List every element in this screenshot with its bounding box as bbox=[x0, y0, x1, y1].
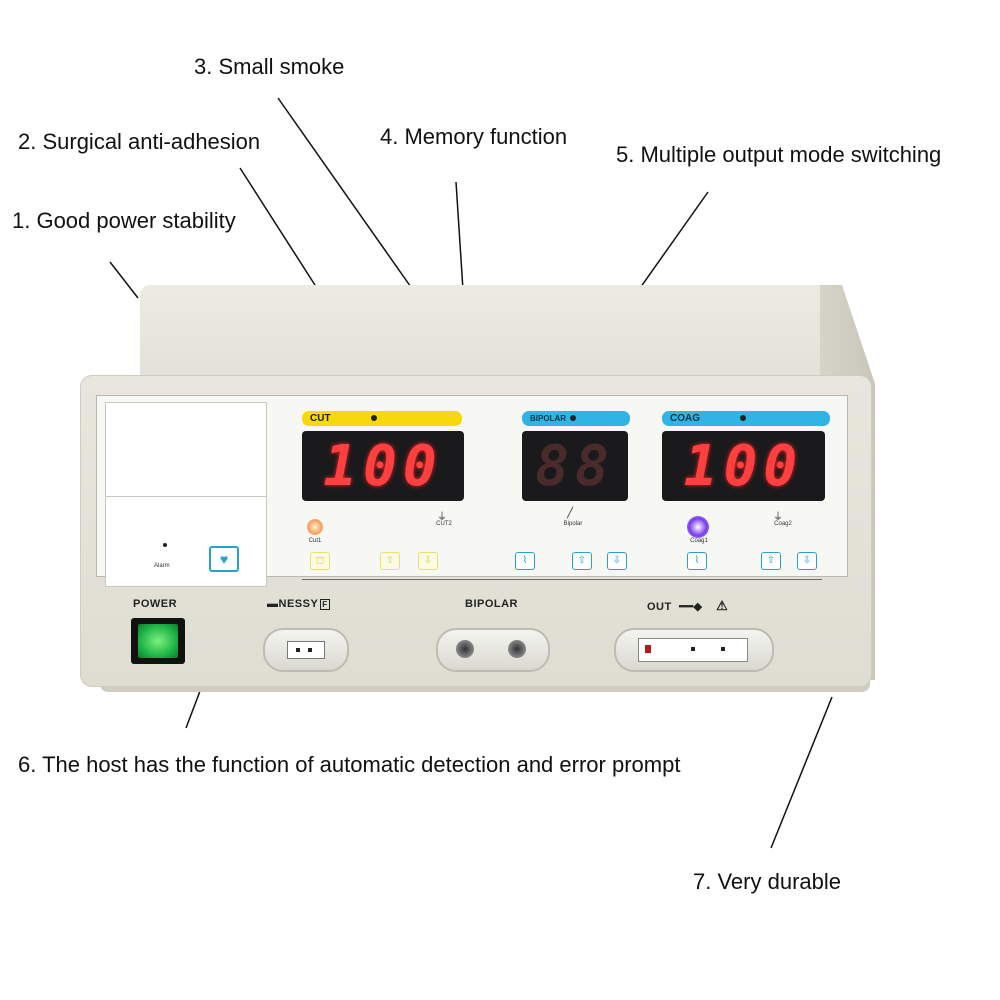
bipolar-dot-icon bbox=[570, 415, 576, 422]
bipolar-jack-left bbox=[456, 640, 474, 658]
bipolar-jack-right bbox=[508, 640, 526, 658]
bipolar-socket[interactable] bbox=[436, 628, 550, 672]
bipolar-socket-label: BIPOLAR bbox=[465, 598, 518, 610]
callout-4: 4. Memory function bbox=[380, 124, 568, 149]
bipolar-section-bar: BIPOLAR bbox=[522, 411, 630, 426]
cut2-symbol-icon: ⏚ bbox=[437, 512, 447, 523]
cut-dot-icon bbox=[370, 415, 377, 422]
callout-2: 2. Surgical anti-adhesion bbox=[18, 129, 261, 154]
out-socket-slot bbox=[638, 638, 748, 662]
nessy-pin-right bbox=[308, 648, 312, 652]
bipolar-symbol-icon: ╱ bbox=[567, 508, 574, 519]
cut-display-value: 100 bbox=[323, 433, 443, 499]
warning-triangle-icon: ⚠ bbox=[716, 598, 729, 613]
cut1-label: Cut1 bbox=[308, 538, 322, 544]
electrosurgical-unit: Alarm ♥ CUT BIPOLAR COAG 100 88 100 C bbox=[80, 285, 875, 695]
leader-line-3 bbox=[277, 97, 414, 291]
callout-7: 7. Very durable bbox=[693, 869, 841, 894]
coag2-label: Coag2 bbox=[774, 521, 792, 527]
alarm-box-divider bbox=[106, 496, 266, 497]
cut-display: 100 bbox=[302, 431, 464, 501]
bipolar-title: BIPOLAR bbox=[530, 414, 566, 423]
nessy-pin-left bbox=[296, 648, 300, 652]
nessy-socket[interactable] bbox=[263, 628, 349, 672]
control-panel: Alarm ♥ CUT BIPOLAR COAG 100 88 100 C bbox=[96, 395, 848, 587]
power-label: POWER bbox=[133, 598, 178, 610]
cut-down-button[interactable]: ⇩ bbox=[418, 552, 438, 570]
callout-1: 1. Good power stability bbox=[12, 208, 236, 233]
alarm-indicator bbox=[163, 543, 167, 547]
out-socket-red-pin bbox=[645, 645, 651, 653]
coag-mode-button[interactable]: ⌇ bbox=[687, 552, 707, 570]
bipolar-display: 88 bbox=[522, 431, 628, 501]
leader-line-4 bbox=[455, 181, 464, 291]
cut-mode-button[interactable]: ◻ bbox=[310, 552, 330, 570]
nessy-label-text: NESSY bbox=[278, 598, 319, 610]
button-rail bbox=[302, 579, 822, 580]
coag-display-value: 100 bbox=[683, 433, 804, 499]
cut-up-button[interactable]: ⇧ bbox=[380, 552, 400, 570]
bipolar-mode-label: Bipolar bbox=[563, 521, 583, 527]
device-top-surface bbox=[140, 285, 840, 390]
leader-line-7 bbox=[770, 696, 833, 849]
cut2-label: CUT2 bbox=[436, 521, 452, 527]
coag-down-button[interactable]: ⇩ bbox=[797, 552, 817, 570]
callout-3: 3. Small smoke bbox=[194, 54, 345, 79]
cut-section-bar: CUT bbox=[302, 411, 462, 426]
callout-6: 6. The host has the function of automati… bbox=[18, 752, 681, 777]
monopolar-out-socket[interactable] bbox=[614, 628, 774, 672]
coag1-indicator-led bbox=[687, 516, 709, 538]
nessy-f-icon: F bbox=[320, 599, 330, 610]
coag-section-bar: COAG bbox=[662, 411, 830, 426]
bipolar-up-button[interactable]: ⇧ bbox=[572, 552, 592, 570]
nessy-socket-hole bbox=[287, 641, 325, 659]
pencil-probe-icon: ━━◆ bbox=[679, 601, 703, 613]
out-label-text: OUT bbox=[647, 601, 672, 613]
coag2-symbol-icon: ⏚ bbox=[773, 512, 783, 523]
power-lamp bbox=[138, 624, 178, 658]
leader-line-5 bbox=[632, 191, 709, 299]
callout-5: 5. Multiple output mode switching bbox=[616, 142, 942, 167]
coag-title: COAG bbox=[670, 413, 700, 424]
heart-icon-button[interactable]: ♥ bbox=[209, 546, 239, 572]
out-socket-pin-2 bbox=[721, 647, 725, 651]
coag-dot-icon bbox=[740, 415, 746, 422]
device-front: Alarm ♥ CUT BIPOLAR COAG 100 88 100 C bbox=[80, 375, 872, 687]
alarm-label: Alarm bbox=[154, 563, 170, 569]
out-socket-pin-1 bbox=[691, 647, 695, 651]
leader-line-1 bbox=[109, 261, 139, 299]
alarm-box: Alarm ♥ bbox=[105, 402, 267, 587]
leader-line-2 bbox=[239, 167, 323, 297]
nessy-plate-icon: ▬ bbox=[267, 598, 279, 610]
bipolar-mode-button[interactable]: ⌇ bbox=[515, 552, 535, 570]
coag1-label: Coag1 bbox=[690, 538, 708, 544]
cut-title: CUT bbox=[310, 413, 331, 424]
power-switch[interactable] bbox=[131, 618, 185, 664]
out-label: OUT ━━◆ ⚠ bbox=[647, 598, 728, 614]
bipolar-display-value: 88 bbox=[535, 433, 615, 499]
coag-up-button[interactable]: ⇧ bbox=[761, 552, 781, 570]
cut1-indicator-led bbox=[307, 519, 323, 535]
bipolar-down-button[interactable]: ⇩ bbox=[607, 552, 627, 570]
coag-display: 100 bbox=[662, 431, 825, 501]
